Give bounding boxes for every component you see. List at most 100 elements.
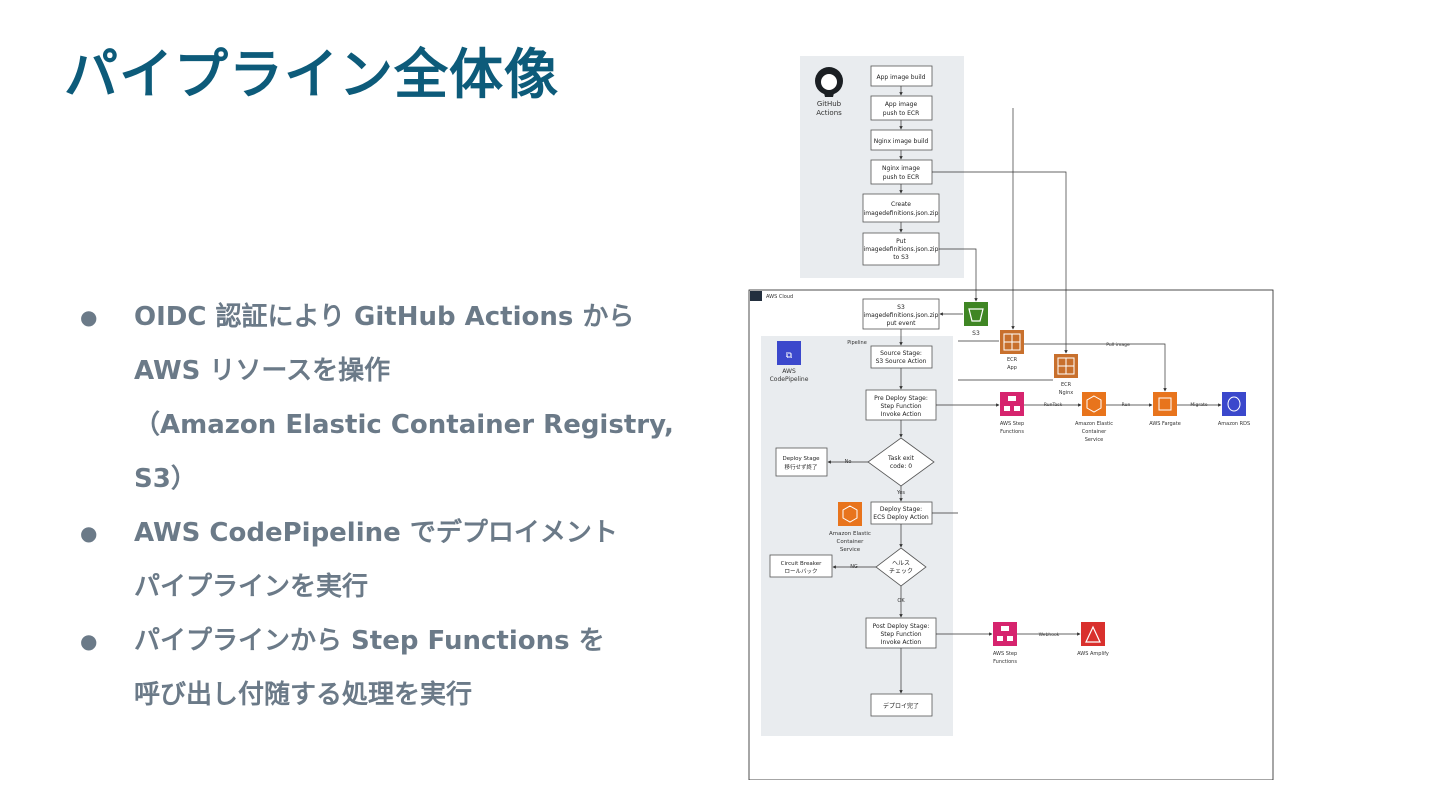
ecs-label: Service [840, 547, 861, 553]
bullet-dot: ● [80, 521, 98, 545]
github-step: Put imagedefinitions.json.zip to S3 [862, 232, 940, 266]
page-title: パイプライン全体像 [64, 43, 559, 106]
svg-text:Invoke Action: Invoke Action [881, 639, 922, 646]
svg-text:S3: S3 [897, 304, 905, 311]
ecs-service-label: Amazon Elastic [1075, 421, 1113, 427]
circuit-breaker-box: Circuit Breaker ロールバック [769, 554, 833, 578]
bullet-item: ● パイプラインから Step Functions を 呼び出し付随する処理を実… [80, 614, 720, 722]
fargate-label: AWS Fargate [1149, 421, 1181, 427]
bullet-dot: ● [80, 305, 98, 329]
svg-text:to S3: to S3 [893, 254, 909, 261]
rds-icon [1222, 392, 1246, 416]
svg-text:ECS Deploy Action: ECS Deploy Action [873, 514, 929, 521]
github-step: App image build [870, 65, 933, 87]
github-actions-label: Actions [816, 109, 842, 117]
s3-put-event: S3 imagedefinitions.json.zip put event [862, 298, 940, 330]
ecs-label: Amazon Elastic [829, 531, 871, 537]
github-step: Nginx image push to ECR [870, 159, 933, 185]
svg-text:Step Function: Step Function [880, 403, 921, 410]
s3-label: S3 [972, 330, 980, 337]
svg-text:code: 0: code: 0 [890, 463, 912, 470]
bullet-text: 呼び出し付随する処理を実行 [134, 680, 473, 710]
svg-text:チェック: チェック [889, 568, 913, 575]
ecr-nginx-label: Nginx [1059, 390, 1073, 396]
post-step-functions-label: Functions [993, 659, 1017, 665]
aws-logo [750, 291, 762, 301]
deploy-done-box: デプロイ完了 [870, 693, 933, 717]
webhook-edge-label: Webhook [1039, 632, 1060, 638]
bullet-text: AWS CodePipeline でデプロイメント [134, 518, 618, 548]
svg-text:Deploy Stage:: Deploy Stage: [880, 506, 922, 513]
ecr-app-label: ECR [1007, 357, 1018, 363]
svg-text:Step Function: Step Function [880, 631, 921, 638]
github-step: Nginx image build [870, 129, 933, 151]
rds-label: Amazon RDS [1218, 421, 1250, 427]
post-step-functions-icon [993, 622, 1017, 646]
codepipeline-label: AWS [782, 368, 796, 375]
ecr-nginx-label: ECR [1061, 382, 1072, 388]
svg-text:imagedefinitions.json.zip: imagedefinitions.json.zip [864, 312, 939, 319]
svg-text:S3 Source Action: S3 Source Action [876, 358, 927, 365]
codepipeline-label: CodePipeline [770, 376, 809, 383]
s3-bucket-icon [964, 302, 988, 326]
svg-text:ヘルス: ヘルス [892, 560, 910, 567]
codepipeline-glyph: ⧉ [786, 351, 793, 361]
fargate-icon [1153, 392, 1177, 416]
svg-text:Nginx image: Nginx image [882, 165, 920, 172]
bullet-text: パイプラインから Step Functions を [134, 626, 605, 656]
svg-text:デプロイ完了: デプロイ完了 [883, 702, 919, 710]
bullet-item: ● OIDC 認証により GitHub Actions から AWS リソースを… [80, 290, 720, 506]
svg-text:Task exit: Task exit [887, 455, 915, 462]
bullet-item: ● AWS CodePipeline でデプロイメント パイプラインを実行 [80, 506, 720, 614]
svg-text:App image build: App image build [877, 74, 926, 81]
svg-text:push to ECR: push to ECR [883, 110, 920, 117]
bullet-text: パイプラインを実行 [134, 572, 369, 602]
svg-text:Circuit Breaker: Circuit Breaker [781, 561, 822, 567]
pre-deploy-stage: Pre Deploy Stage: Step Function Invoke A… [865, 389, 937, 421]
github-step: App image push to ECR [870, 95, 933, 121]
ecr-nginx-icon [1054, 354, 1078, 378]
svg-text:imagedefinitions.json.zip: imagedefinitions.json.zip [864, 246, 939, 253]
step-functions-label: Functions [1000, 429, 1024, 435]
svg-text:移行せず終了: 移行せず終了 [784, 463, 817, 471]
step-functions-label: AWS Step [1000, 421, 1024, 427]
github-actions-label: GitHub [817, 100, 842, 108]
bullet-list: ● OIDC 認証により GitHub Actions から AWS リソースを… [80, 290, 720, 722]
aws-cloud-boundary [748, 289, 1274, 780]
github-step: Create imagedefinitions.json.zip [862, 193, 940, 223]
svg-text:Post Deploy Stage:: Post Deploy Stage: [873, 623, 930, 630]
bullet-text: OIDC 認証により GitHub Actions から [134, 302, 635, 332]
ecs-label: Container [837, 539, 865, 545]
source-stage: Source Stage: S3 Source Action [870, 345, 933, 369]
bullet-dot: ● [80, 629, 98, 653]
svg-text:ロールバック: ロールバック [784, 568, 817, 575]
pull-image-edge-label: Pull image [1106, 342, 1130, 348]
ecr-app-label: App [1007, 365, 1017, 371]
ok-edge-label: OK [897, 598, 905, 604]
post-step-functions-label: AWS Step [993, 651, 1017, 657]
bullet-text: AWS リソースを操作 [134, 356, 391, 386]
architecture-diagram: GitHub Actions App image build App image… [748, 56, 1274, 780]
svg-text:imagedefinitions.json.zip: imagedefinitions.json.zip [864, 210, 939, 217]
svg-text:Invoke Action: Invoke Action [881, 411, 922, 418]
ecr-app-icon [1000, 330, 1024, 354]
svg-text:Put: Put [896, 238, 906, 245]
aws-cloud-label: AWS Cloud [766, 294, 793, 300]
deploy-stage: Deploy Stage: ECS Deploy Action [870, 501, 933, 525]
step-functions-icon [1000, 392, 1024, 416]
post-deploy-stage: Post Deploy Stage: Step Function Invoke … [865, 617, 937, 649]
svg-text:put event: put event [887, 320, 917, 327]
codepipeline-icon [777, 341, 801, 365]
svg-text:Create: Create [891, 201, 911, 208]
svg-text:Pre Deploy Stage:: Pre Deploy Stage: [874, 395, 928, 402]
ecs-service-label: Container [1082, 429, 1107, 435]
svg-text:App image: App image [885, 101, 918, 108]
amplify-label: AWS Amplify [1077, 651, 1109, 657]
bullet-text: （Amazon Elastic Container Registry, S3） [134, 410, 674, 494]
svg-text:Deploy Stage: Deploy Stage [783, 456, 821, 462]
svg-text:Source Stage:: Source Stage: [880, 350, 922, 357]
ecs-service-label: Service [1085, 437, 1103, 443]
svg-text:Nginx image build: Nginx image build [874, 138, 929, 145]
pipeline-label: Pipeline [847, 340, 867, 346]
deploy-skip-box: Deploy Stage 移行せず終了 [775, 447, 828, 477]
